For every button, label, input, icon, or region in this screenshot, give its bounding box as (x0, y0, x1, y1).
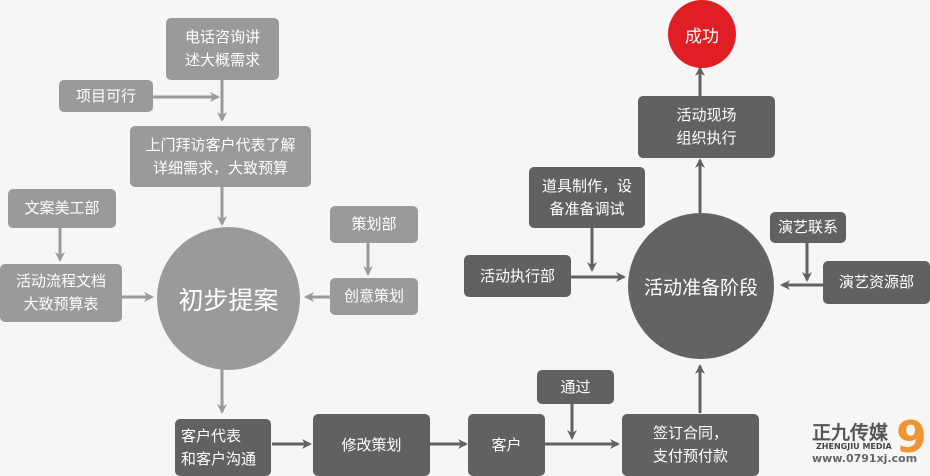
hub-activity-preparation: 活动准备阶段 (628, 213, 774, 359)
node-talent-dept: 演艺资源部 (823, 261, 930, 304)
node-copywriting-dept: 文案美工部 (8, 189, 116, 228)
logo-name-en: ZHENGJIU MEDIA (816, 442, 892, 451)
node-flow-docs: 活动流程文档 大致预算表 (0, 264, 122, 322)
logo-url: www.0791xj.com (812, 452, 918, 465)
node-revise-plan: 修改策划 (313, 414, 430, 476)
node-client-rep-comm: 客户代表 和客户沟通 (175, 419, 271, 476)
node-creative-planning: 创意策划 (330, 278, 418, 315)
node-visit-client: 上门拜访客户代表了解 详细需求，大致预算 (130, 126, 311, 187)
node-talent-contact: 演艺联系 (770, 212, 846, 243)
node-success: 成功 (668, 0, 736, 68)
node-execution-dept: 活动执行部 (464, 255, 571, 297)
logo-name-cn: 正九传媒 (812, 422, 889, 444)
node-planning-dept: 策划部 (330, 206, 418, 243)
node-props-equipment: 道具制作，设 备准备调试 (529, 167, 645, 228)
logo-mark-icon: 9 (896, 412, 927, 463)
node-phone-consult: 电话咨询讲 述大概需求 (166, 18, 279, 80)
brand-logo: 9 正九传媒 ZHENGJIU MEDIA www.0791xj.com (812, 412, 927, 474)
node-onsite-execution: 活动现场 组织执行 (638, 96, 775, 158)
node-project-feasible: 项目可行 (59, 80, 153, 112)
node-client: 客户 (468, 414, 545, 476)
hub-initial-proposal: 初步提案 (157, 227, 300, 370)
node-approved: 通过 (537, 370, 614, 404)
node-sign-contract: 签订合同， 支付预付款 (622, 414, 759, 476)
